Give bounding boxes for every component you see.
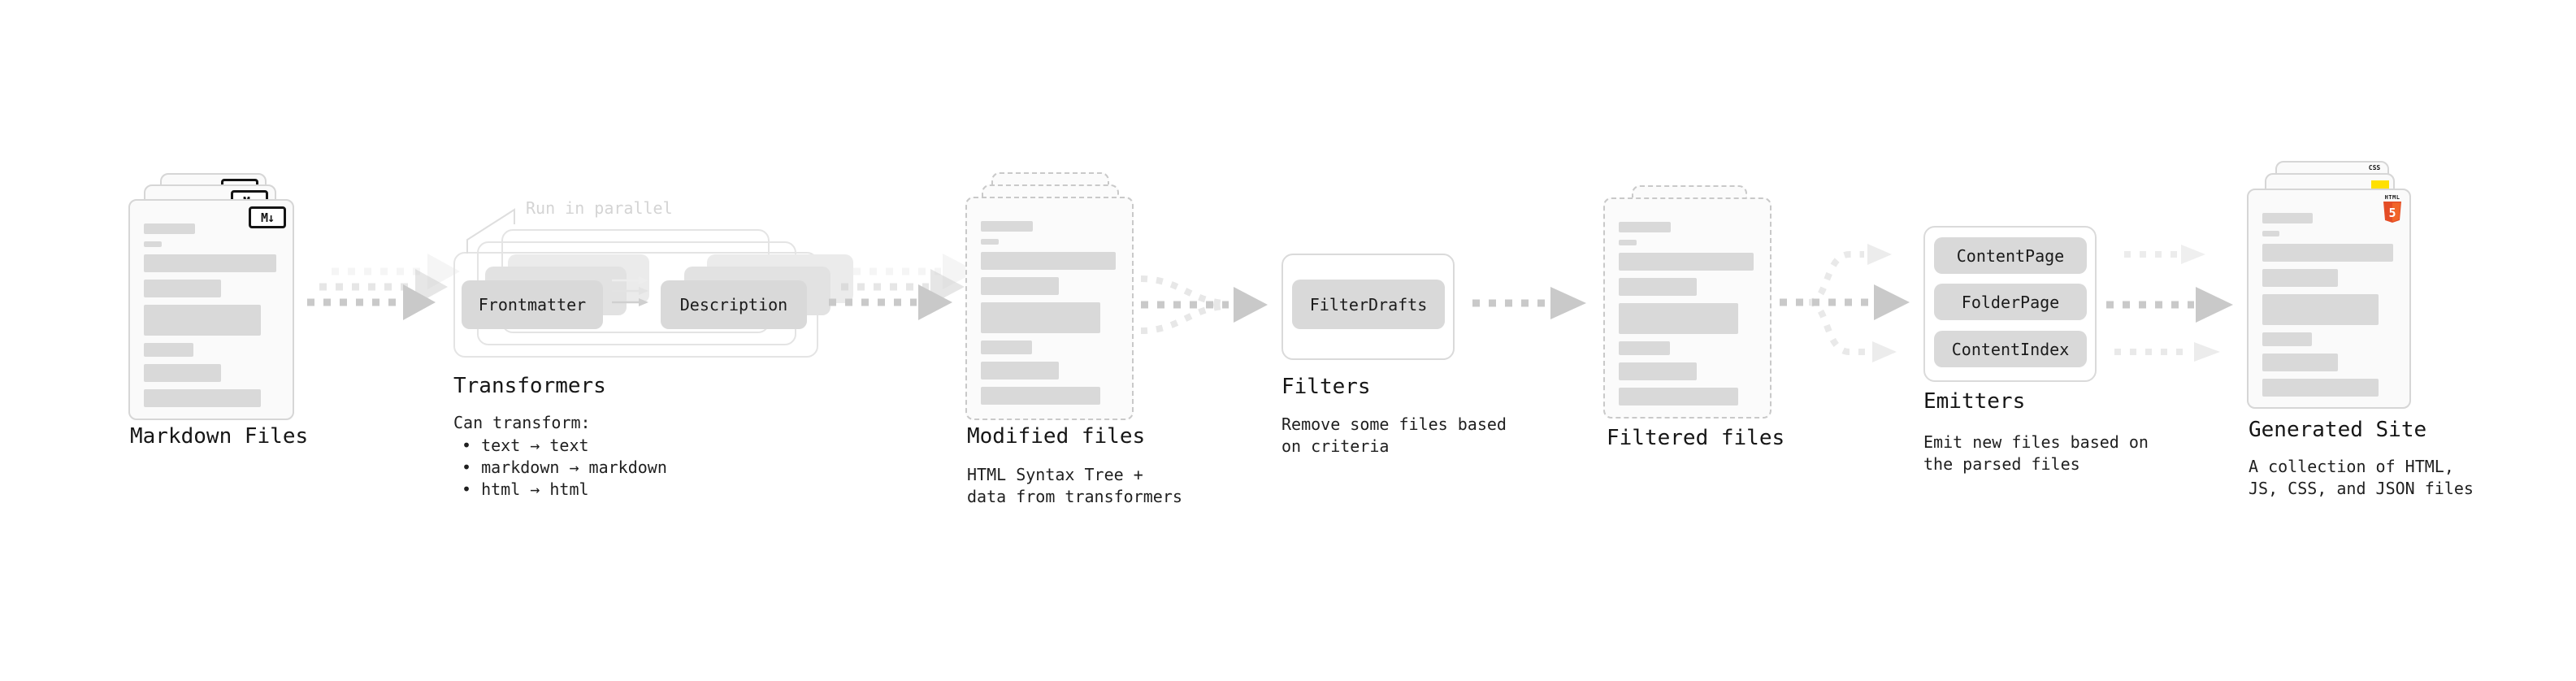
content-placeholder-bar [2262, 332, 2312, 346]
flow-arrow-filtered-to-emitters [1780, 244, 1910, 362]
svg-text:5: 5 [2388, 206, 2396, 220]
generated-site-label: Generated Site [2249, 418, 2427, 442]
markdown-files-label: Markdown Files [130, 424, 309, 449]
filters-label: Filters [1281, 375, 1371, 399]
transformers-desc-title: Can transform: [453, 413, 591, 432]
modified-file-card-front [965, 197, 1134, 420]
content-placeholder-bar [1619, 388, 1739, 406]
emitters-label: Emitters [1923, 389, 2026, 414]
transformers-label: Transformers [453, 374, 606, 398]
markdown-file-card-front: M↓ [128, 199, 294, 420]
content-placeholder-bar [1619, 222, 1672, 232]
content-placeholder-bar [1619, 253, 1754, 271]
annotation-callout-line [466, 208, 515, 254]
file-content-placeholder [1619, 222, 1756, 406]
content-placeholder-bar [1619, 240, 1637, 245]
emitters-container [1923, 226, 2097, 382]
markdown-icon: M↓ [249, 206, 286, 228]
description-plugin: Description [661, 280, 807, 329]
content-placeholder-bar [1619, 362, 1698, 380]
html5-icon-label: HTML [2384, 194, 2400, 201]
content-placeholder-bar [1619, 278, 1698, 296]
file-content-placeholder [981, 221, 1118, 405]
content-placeholder-bar [2262, 213, 2314, 223]
flow-arrow-filters-to-filtered [1472, 287, 1586, 319]
filterdrafts-plugin: FilterDrafts [1292, 280, 1445, 329]
content-placeholder-bar [144, 305, 262, 336]
content-placeholder-bar [981, 362, 1060, 380]
content-placeholder-bar [1619, 341, 1670, 355]
file-content-placeholder [2262, 213, 2396, 397]
content-placeholder-bar [144, 364, 221, 382]
content-placeholder-bar [981, 252, 1116, 270]
content-placeholder-bar [144, 280, 221, 297]
content-placeholder-bar [144, 241, 162, 247]
content-placeholder-bar [144, 389, 262, 407]
content-placeholder-bar [2262, 269, 2339, 287]
css-icon-label: CSS [2368, 164, 2381, 171]
content-placeholder-bar [2262, 379, 2379, 397]
javascript-file-icon [2371, 180, 2389, 189]
content-placeholder-bar [2262, 231, 2280, 236]
site-file-card-html: HTML 5 [2247, 189, 2411, 409]
file-content-placeholder [144, 223, 279, 407]
content-placeholder-bar [1619, 303, 1739, 334]
content-placeholder-bar [981, 340, 1032, 354]
run-in-parallel-annotation: Run in parallel [526, 198, 673, 218]
content-placeholder-bar [144, 254, 276, 272]
modified-files-label: Modified files [967, 424, 1146, 449]
filters-desc: Remove some files based on criteria [1281, 414, 1507, 456]
list-item: • html → html [462, 479, 589, 499]
content-placeholder-bar [144, 223, 196, 234]
content-placeholder-bar [2262, 244, 2393, 262]
html5-file-icon: HTML 5 [2382, 194, 2403, 223]
generated-site-desc: A collection of HTML, JS, CSS, and JSON … [2249, 457, 2474, 498]
content-placeholder-bar [981, 239, 999, 245]
list-item: • markdown → markdown [462, 458, 667, 477]
content-placeholder-bar [144, 343, 194, 357]
contentindex-plugin: ContentIndex [1934, 331, 2087, 367]
frontmatter-plugin: Frontmatter [462, 280, 603, 329]
flow-arrow-modified-to-filters [1140, 275, 1268, 334]
content-placeholder-bar [981, 302, 1101, 333]
list-item: • text → text [462, 436, 589, 455]
content-placeholder-bar [2262, 294, 2379, 325]
content-placeholder-bar [2262, 354, 2339, 371]
flow-arrow-markdown-to-transformers [307, 254, 460, 320]
content-placeholder-bar [981, 277, 1060, 295]
emitters-desc: Emit new files based on the parsed files [1923, 432, 2149, 474]
parallel-flow-arrows-icon [612, 276, 648, 306]
transformers-capability-list: • text → text • markdown → markdown • ht… [462, 435, 667, 501]
modified-files-desc: HTML Syntax Tree + data from transformer… [967, 465, 1182, 506]
contentpage-plugin: ContentPage [1934, 237, 2087, 274]
flow-arrow-transformers-to-modified [829, 254, 977, 320]
content-placeholder-bar [981, 221, 1034, 232]
filtered-files-label: Filtered files [1607, 426, 1785, 450]
content-placeholder-bar [981, 387, 1101, 405]
filters-container [1281, 254, 1455, 360]
flow-arrow-emitters-to-site [2106, 245, 2233, 362]
folderpage-plugin: FolderPage [1934, 284, 2087, 320]
filtered-file-card-front [1603, 197, 1772, 419]
html5-shield-icon: 5 [2383, 202, 2401, 223]
